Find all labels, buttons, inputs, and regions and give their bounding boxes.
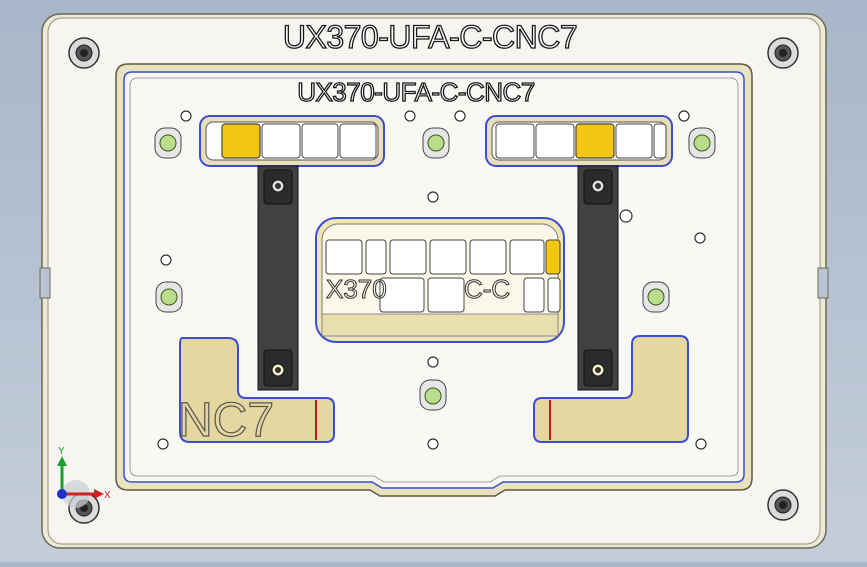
triad-y-label: Y xyxy=(58,446,65,457)
locating-bolt-icon xyxy=(422,127,450,159)
corner-screw-icon xyxy=(68,37,100,69)
right-pocket-grid[interactable] xyxy=(485,115,673,167)
locating-bolt-icon xyxy=(688,127,716,159)
coordinate-triad: Y X xyxy=(57,446,111,508)
engraved-text-center-a: X370 xyxy=(326,274,387,304)
locating-bolt-icon xyxy=(419,379,447,411)
yellow-pad[interactable] xyxy=(221,123,261,159)
corner-screw-icon xyxy=(767,37,799,69)
locating-bolt-icon xyxy=(155,281,183,313)
left-pocket-grid[interactable] xyxy=(199,115,385,167)
center-window[interactable]: X370 C-C xyxy=(315,217,565,343)
right-clamp-bar[interactable] xyxy=(577,165,619,391)
left-clamp-bar[interactable] xyxy=(257,165,299,391)
locating-bolt-icon xyxy=(642,281,670,313)
triad-x-label: X xyxy=(104,490,111,501)
outer-part-label: UX370-UFA-C-CNC7 xyxy=(283,19,577,55)
right-l-pocket[interactable] xyxy=(533,335,689,443)
locating-bolt-icon xyxy=(154,127,182,159)
yellow-pad[interactable] xyxy=(575,123,615,159)
mounting-hole-icon xyxy=(157,110,707,450)
left-l-pocket[interactable]: NC7 xyxy=(177,337,335,448)
inner-part-label: UX370-UFA-C-CNC7 xyxy=(297,77,535,107)
engraved-text-center-b: C-C xyxy=(464,274,510,304)
engraved-text-left: NC7 xyxy=(178,394,274,447)
corner-screw-icon xyxy=(767,489,799,521)
